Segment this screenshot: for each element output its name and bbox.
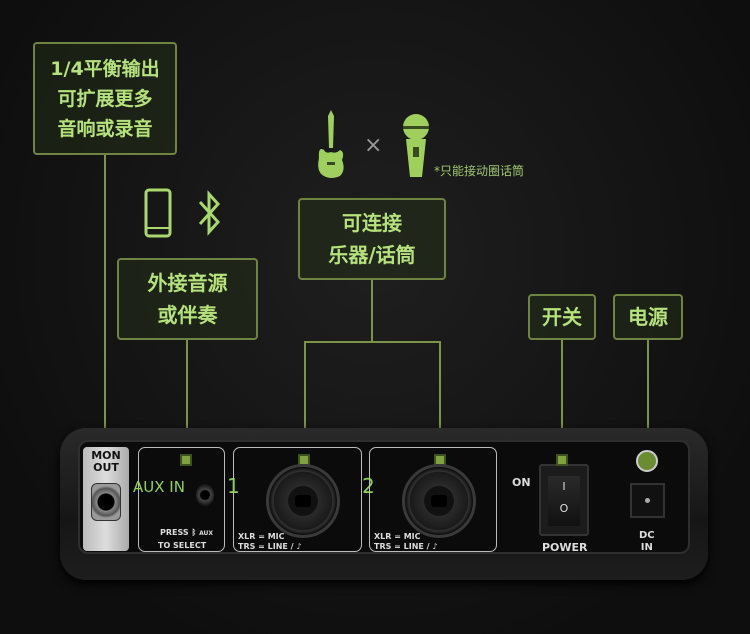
aux-section [138, 447, 225, 552]
label-inputs: 可连接 乐器/话筒 [298, 198, 446, 280]
trs-label: TRS = LINE / ♪ [374, 542, 438, 551]
aux-in-label: AUX IN [133, 478, 185, 496]
note-text: *只能接动圈话筒 [434, 164, 525, 178]
input-2-section [369, 447, 497, 552]
times-icon: × [364, 133, 383, 158]
label-line: 或伴奏 [157, 303, 218, 327]
leader-line [439, 341, 441, 459]
on-label: ON [512, 476, 531, 489]
power-label: POWER [542, 541, 588, 554]
label-line: 可连接 [342, 211, 402, 235]
dc-in-jack[interactable] [630, 483, 665, 518]
label-dc: 电源 [613, 294, 683, 340]
text: O [559, 502, 569, 515]
text: MON [91, 449, 121, 462]
bluetooth-icon: ᛒ [191, 528, 197, 537]
label-line: 外接音源 [147, 271, 228, 295]
text: AUX [199, 530, 214, 537]
aux-jack[interactable] [196, 484, 214, 506]
leader-line [304, 341, 306, 459]
to-select-label: TO SELECT [158, 541, 207, 550]
xlr-label: XLR = MIC [374, 532, 421, 541]
leader-line [371, 280, 373, 342]
label-line: 1/4平衡输出 [50, 57, 160, 80]
text: IN [640, 542, 653, 553]
xlr-label: XLR = MIC [238, 532, 285, 541]
text: PRESS [160, 528, 189, 537]
text: OUT [93, 461, 119, 474]
label-mon-out: 1/4平衡输出 可扩展更多 音响或录音 [33, 42, 177, 155]
text: DC [639, 530, 655, 541]
bluetooth-icon [198, 190, 221, 236]
warning-icon [636, 450, 658, 472]
label-line: 开关 [542, 305, 582, 329]
guitar-icon [318, 110, 344, 178]
label-line: 乐器/话筒 [328, 243, 416, 267]
leader-line [561, 340, 563, 460]
label-aux: 外接音源 或伴奏 [117, 258, 258, 340]
combo-jack-2[interactable] [402, 464, 476, 538]
text: I [562, 480, 566, 493]
channel-1-label: 1 [227, 474, 240, 498]
microphone-icon [403, 114, 429, 177]
leader-line [304, 341, 441, 343]
phone-icon [144, 188, 172, 238]
channel-2-label: 2 [362, 474, 375, 498]
input-1-section [233, 447, 362, 552]
leader-line [186, 340, 188, 460]
label-line: 电源 [628, 305, 668, 329]
press-label: PRESS ᛒ AUX [160, 528, 213, 539]
leader-line [104, 155, 106, 470]
combo-jack-1[interactable] [266, 464, 340, 538]
marker [556, 454, 568, 466]
leader-line [647, 340, 649, 460]
mon-out-jack[interactable] [91, 483, 121, 521]
label-line: 可扩展更多 [57, 87, 153, 110]
marker [180, 454, 192, 466]
trs-label: TRS = LINE / ♪ [238, 542, 302, 551]
label-power: 开关 [528, 294, 596, 340]
label-line: 音响或录音 [57, 117, 153, 140]
